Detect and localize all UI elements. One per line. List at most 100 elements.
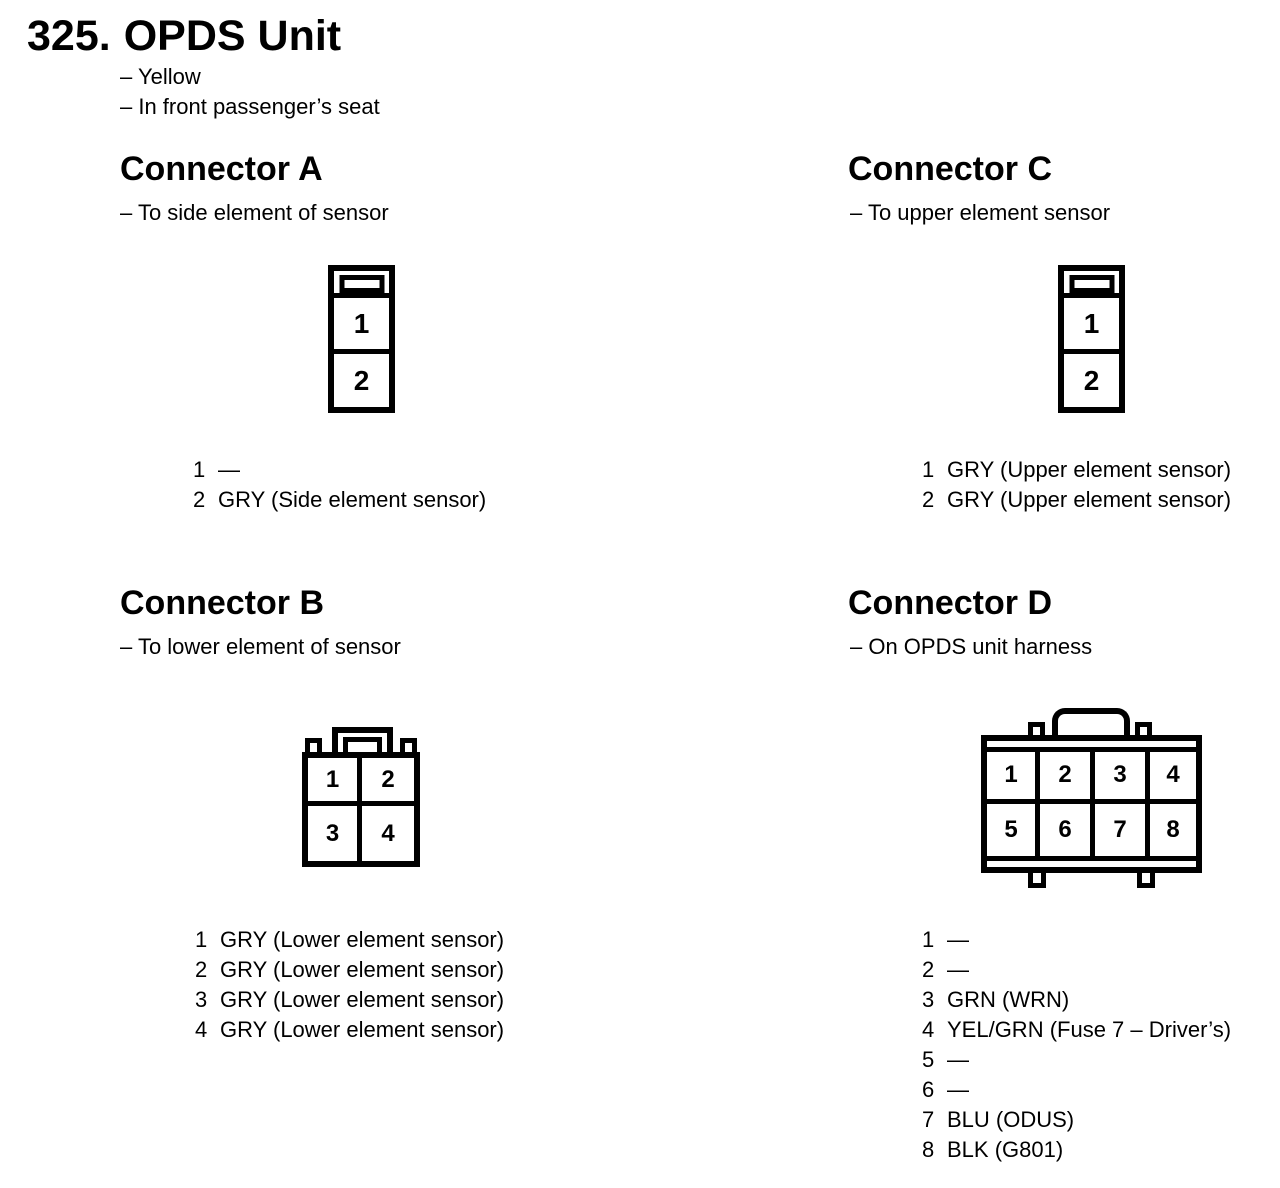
connector-notch-right [400, 738, 417, 753]
pin-number: 2 [922, 487, 935, 512]
section-d-subtitle: – On OPDS unit harness [850, 634, 1093, 659]
pin-cavity-4: 4 [381, 819, 395, 847]
pin-number: 8 [922, 1137, 935, 1162]
pin-cavity-1: 1 [325, 765, 340, 793]
page-title: 325. OPDS Unit [27, 12, 341, 60]
pin-cavity-3: 3 [1113, 761, 1127, 788]
pin-cavity-4: 4 [1166, 761, 1180, 788]
pin-cavity-1: 1 [353, 308, 370, 339]
pin-number: 5 [922, 1047, 935, 1072]
section-d-heading: Connector D [848, 584, 1052, 622]
connector-tab-right [1135, 722, 1152, 735]
note-color: – Yellow [120, 64, 201, 89]
pin-cavity-8: 8 [1166, 816, 1180, 843]
pin-cavity-1: 1 [1004, 761, 1018, 788]
section-c-heading: Connector C [848, 150, 1052, 188]
pin-number: 4 [922, 1017, 935, 1042]
pin-number: 4 [195, 1017, 208, 1042]
section-c-subtitle: – To upper element sensor [850, 200, 1111, 225]
section-a-heading: Connector A [120, 150, 323, 188]
pin-number: 2 [922, 957, 935, 982]
pin-divider [1064, 349, 1119, 354]
pin-row: 4 YEL/GRN (Fuse 7 – Driver’s) [922, 1015, 1231, 1045]
connector-foot-right [1137, 873, 1155, 888]
pin-row: 1— [193, 455, 486, 485]
page-notes: – Yellow – In front passenger’s seat [120, 62, 380, 122]
pin-description: GRN (WRN) [947, 987, 1070, 1012]
pin-number: 2 [193, 487, 206, 512]
pin-description: GRY (Upper element sensor) [947, 487, 1232, 512]
pin-description: BLU (ODUS) [947, 1107, 1075, 1132]
section-a-pinout: 1— 2 GRY (Side element sensor) [193, 455, 486, 515]
note-location: – In front passenger’s seat [120, 94, 380, 119]
pin-description: — [947, 1047, 969, 1072]
connector-latch-inner [343, 737, 382, 753]
section-b-subtitle: – To lower element of sensor [120, 634, 401, 659]
pin-divider-vertical [1090, 752, 1095, 856]
pin-row: 1 GRY (Upper element sensor) [922, 455, 1231, 485]
connector-d-diagram: 1 2 3 4 5 6 7 8 [981, 706, 1202, 888]
connector-key-tab [339, 275, 384, 293]
pin-number: 3 [195, 987, 208, 1012]
pin-description: — [947, 927, 969, 952]
pin-number: 1 [193, 457, 206, 482]
pin-cavity-2: 2 [381, 765, 395, 793]
pin-number: 1 [922, 927, 935, 952]
pin-description: GRY (Lower element sensor) [220, 957, 505, 982]
connector-handle [1052, 708, 1130, 735]
pin-divider-horizontal [308, 801, 414, 806]
pin-cavity-5: 5 [1004, 816, 1018, 843]
pin-number: 7 [922, 1107, 935, 1132]
connector-key-tab [1069, 275, 1114, 293]
pin-description: GRY (Upper element sensor) [947, 457, 1232, 482]
pin-row: 2 GRY (Side element sensor) [193, 485, 486, 515]
pin-row: 5— [922, 1045, 1231, 1075]
pin-divider-vertical [357, 758, 362, 861]
connector-rail-bottom [987, 856, 1196, 861]
connector-notch-left [305, 738, 322, 753]
pin-description: — [947, 1077, 969, 1102]
pin-cavity-6: 6 [1058, 816, 1072, 843]
pin-cavity-2: 2 [1058, 761, 1072, 788]
pin-cavity-2: 2 [353, 365, 370, 396]
pin-row: 6— [922, 1075, 1231, 1105]
pin-row: 1 GRY (Lower element sensor) [195, 925, 504, 955]
pin-number: 6 [922, 1077, 935, 1102]
connector-body: 1 2 3 4 5 6 7 8 [981, 735, 1202, 873]
pin-cavity-7: 7 [1113, 816, 1127, 843]
pin-description: YEL/GRN (Fuse 7 – Driver’s) [947, 1017, 1232, 1042]
connector-top-line [334, 293, 389, 298]
pin-description: BLK (G801) [947, 1137, 1064, 1162]
pin-row: 4 GRY (Lower element sensor) [195, 1015, 504, 1045]
pin-cavity-2: 2 [1083, 365, 1100, 396]
pin-row: 8 BLK (G801) [922, 1135, 1231, 1165]
pin-row: 2 GRY (Upper element sensor) [922, 485, 1231, 515]
pin-description: GRY (Side element sensor) [218, 487, 487, 512]
pin-divider-vertical [1145, 752, 1150, 856]
pin-divider-vertical [1035, 752, 1040, 856]
pin-row: 2— [922, 955, 1231, 985]
connector-body: 1 2 3 4 [302, 752, 420, 867]
pin-cavity-3: 3 [325, 819, 340, 847]
pin-number: 1 [922, 457, 935, 482]
pin-row: 1— [922, 925, 1231, 955]
connector-tab-left [1028, 722, 1045, 735]
pin-description: GRY (Lower element sensor) [220, 927, 505, 952]
connector-c-diagram: 1 2 [1058, 265, 1125, 413]
pin-description: GRY (Lower element sensor) [220, 1017, 505, 1042]
connector-rail-top [987, 747, 1196, 752]
pin-divider [334, 349, 389, 354]
pin-description: — [947, 957, 969, 982]
pin-number: 1 [195, 927, 208, 952]
page-title-text: OPDS Unit [123, 12, 342, 60]
pin-cavity-1: 1 [1083, 308, 1100, 339]
connector-b-diagram: 1 2 3 4 [302, 727, 420, 867]
pin-description: GRY (Lower element sensor) [220, 987, 505, 1012]
pin-number: 3 [922, 987, 935, 1012]
pin-row: 3 GRY (Lower element sensor) [195, 985, 504, 1015]
connector-foot-left [1028, 873, 1046, 888]
